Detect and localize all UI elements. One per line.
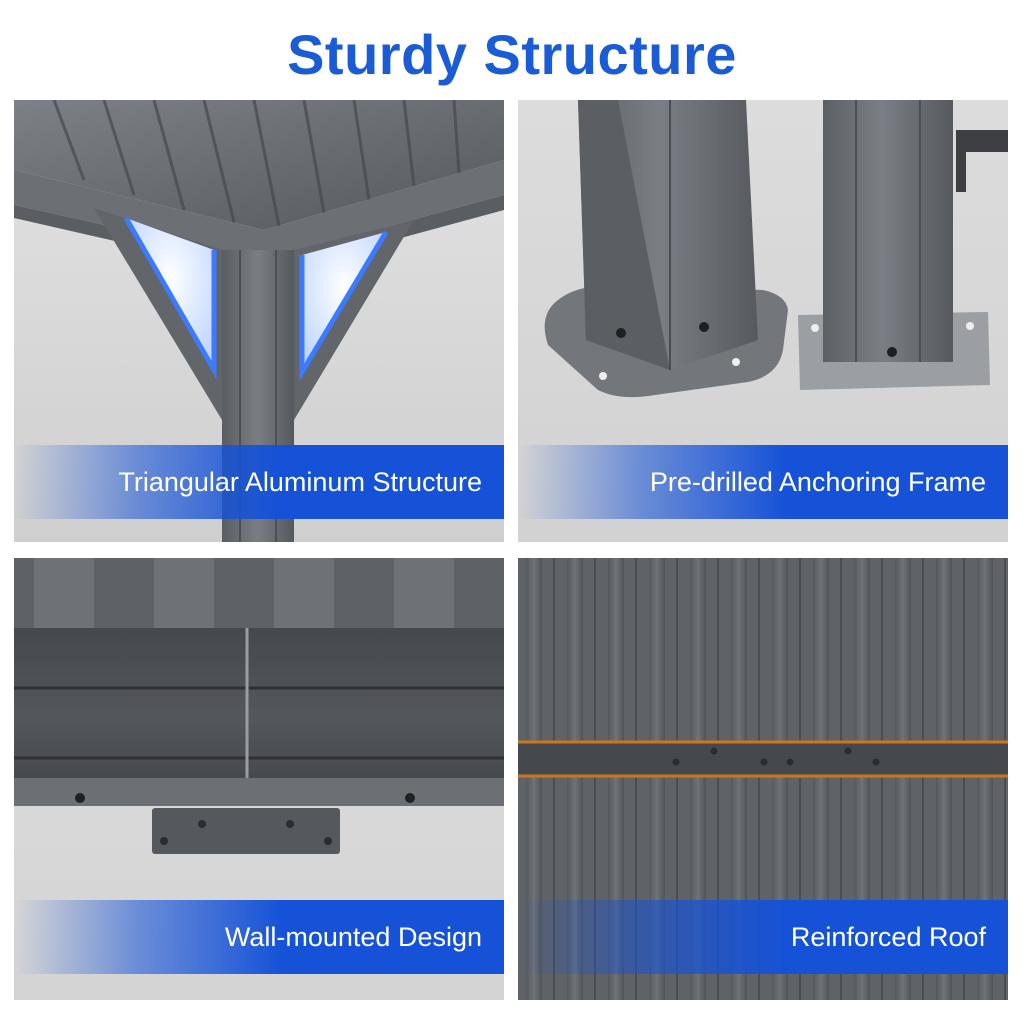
panel-anchoring-frame: Pre-drilled Anchoring Frame	[518, 100, 1008, 542]
panel-reinforced-roof: Reinforced Roof	[518, 558, 1008, 1000]
caption-reinforced-roof: Reinforced Roof	[790, 921, 986, 952]
caption-band: Wall-mounted Design	[14, 900, 504, 974]
caption-triangular-structure: Triangular Aluminum Structure	[118, 466, 482, 497]
caption-wall-mounted: Wall-mounted Design	[224, 921, 482, 952]
panel-triangular-structure: Triangular Aluminum Structure	[14, 100, 504, 542]
panel-wall-mounted: Wall-mounted Design	[14, 558, 504, 1000]
caption-band: Reinforced Roof	[518, 900, 1008, 974]
caption-band: Triangular Aluminum Structure	[14, 445, 504, 519]
caption-anchoring-frame: Pre-drilled Anchoring Frame	[649, 466, 986, 497]
page-title: Sturdy Structure	[287, 23, 737, 86]
caption-band: Pre-drilled Anchoring Frame	[518, 445, 1008, 519]
triangular-structure-illustration	[14, 100, 504, 542]
